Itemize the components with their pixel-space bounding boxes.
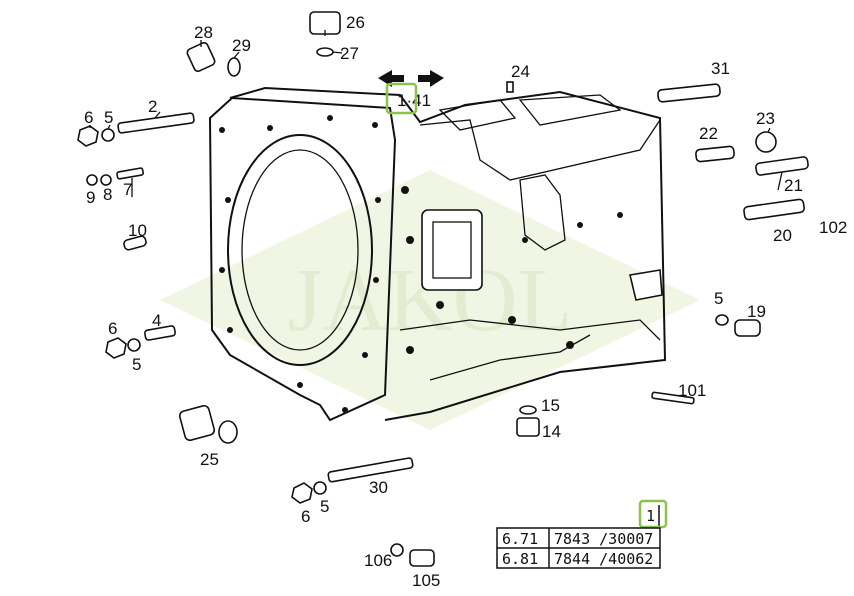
- callout-106: 106: [364, 551, 392, 570]
- callout-20: 20: [773, 226, 792, 245]
- callout-14: 14: [542, 422, 561, 441]
- callout-22: 22: [699, 124, 718, 143]
- callout-21: 21: [784, 176, 803, 195]
- callout-5: 5: [104, 108, 113, 127]
- callout-5: 5: [320, 497, 329, 516]
- callout-7: 7: [123, 180, 132, 199]
- table-model-2: 6.81: [502, 550, 538, 568]
- model-table: 6.71 7843 /30007 6.81 7844 /40062: [496, 527, 661, 569]
- page-marker: 1: [646, 507, 655, 525]
- callout-6: 6: [301, 507, 310, 526]
- callout-102: 102: [819, 218, 847, 237]
- arrow-left-icon: [378, 70, 404, 87]
- direction-arrows: [378, 70, 444, 87]
- reference-marker: 1·41: [397, 91, 431, 110]
- callout-26: 26: [346, 13, 365, 32]
- callout-9: 9: [86, 188, 95, 207]
- callout-5: 5: [132, 355, 141, 374]
- callout-6: 6: [108, 319, 117, 338]
- table-code-2: 7844 /40062: [554, 550, 653, 568]
- arrow-right-icon: [418, 70, 444, 87]
- leader-lines: [89, 30, 783, 197]
- callout-8: 8: [103, 185, 112, 204]
- callout-29: 29: [232, 36, 251, 55]
- highlight-box-page: [638, 499, 668, 529]
- table-code-1: 7843 /30007: [554, 530, 653, 548]
- highlight-box-reference: [385, 82, 418, 115]
- callout-labels: 28 29 26 27 24 31 2 6 5 22 23 9 8 7 21 1…: [84, 13, 847, 590]
- small-parts: [77, 11, 809, 567]
- callout-105: 105: [412, 571, 440, 590]
- callout-6: 6: [84, 108, 93, 127]
- callout-28: 28: [194, 23, 213, 42]
- callout-31: 31: [711, 59, 730, 78]
- table-model-1: 6.71: [502, 530, 538, 548]
- callout-27: 27: [340, 44, 359, 63]
- callout-15: 15: [541, 396, 560, 415]
- callout-30: 30: [369, 478, 388, 497]
- callout-5: 5: [714, 289, 723, 308]
- callout-23: 23: [756, 109, 775, 128]
- callout-101: 101: [678, 381, 706, 400]
- callout-24: 24: [511, 62, 530, 81]
- callout-2: 2: [148, 97, 157, 116]
- gearbox-housing: [208, 86, 667, 422]
- callout-25: 25: [200, 450, 219, 469]
- watermark: JAKOL: [160, 170, 700, 430]
- callout-4: 4: [152, 311, 161, 330]
- callout-19: 19: [747, 302, 766, 321]
- callout-10: 10: [128, 221, 147, 240]
